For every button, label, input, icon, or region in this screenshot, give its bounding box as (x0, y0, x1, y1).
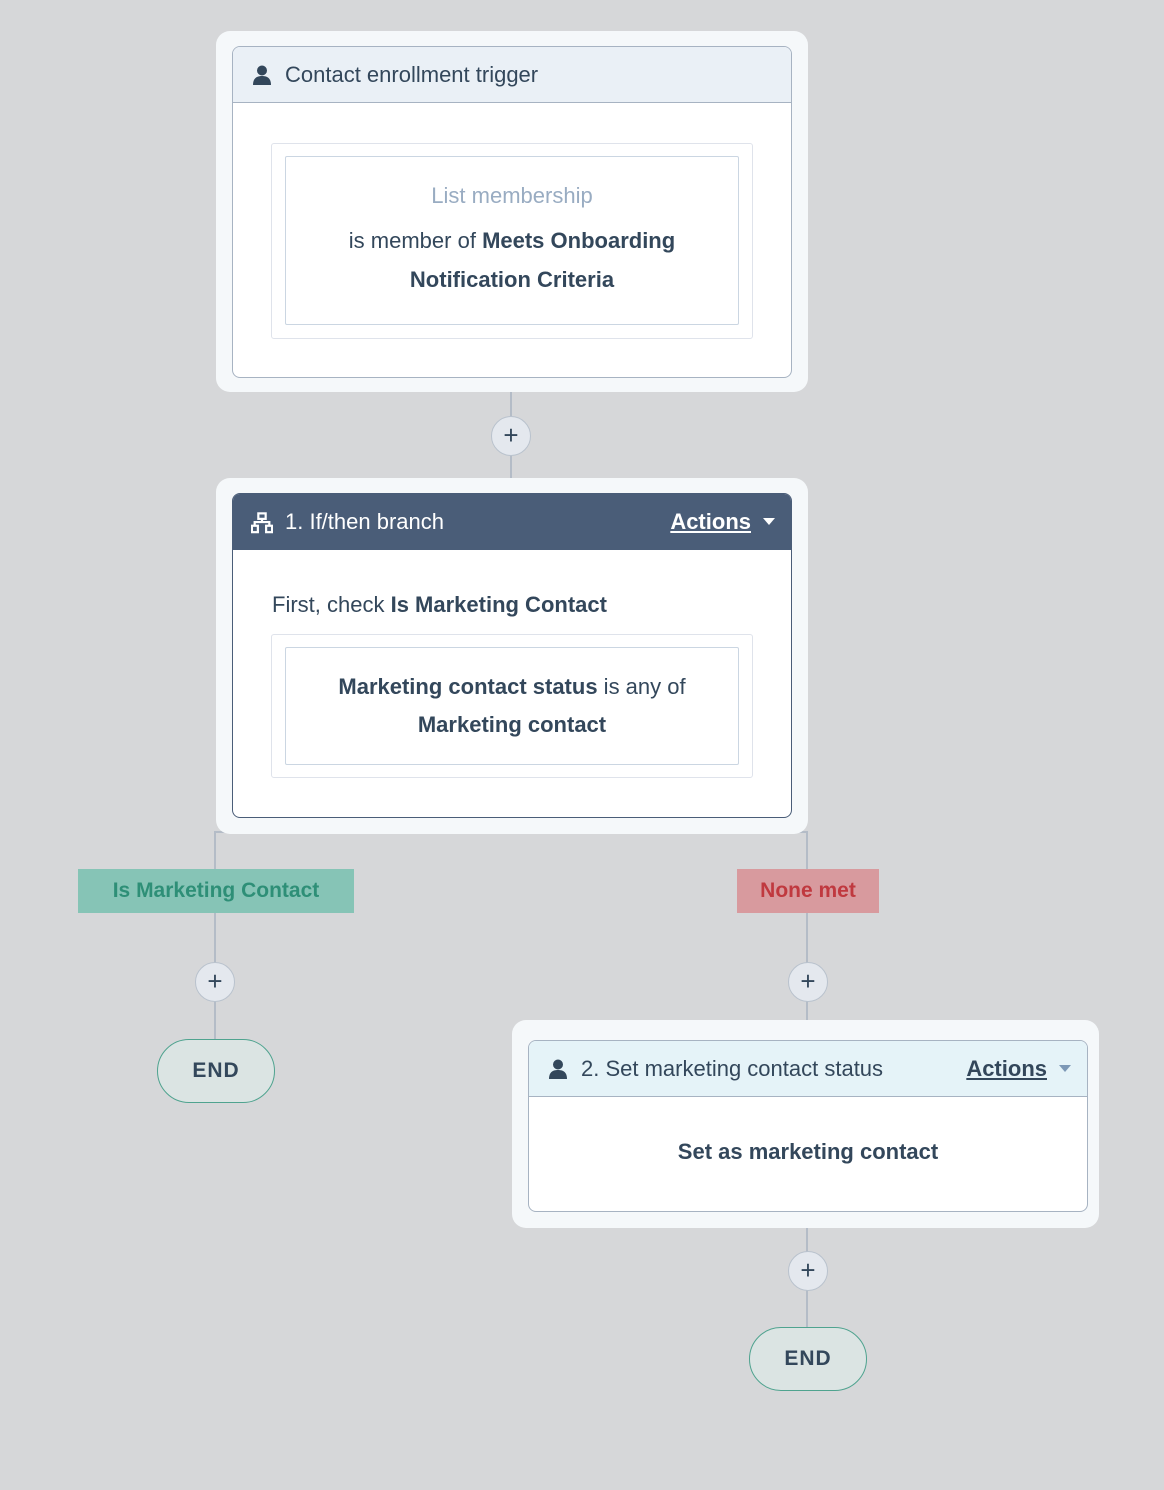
plus-icon: + (800, 966, 816, 996)
end-node-right: END (749, 1327, 867, 1391)
trigger-filter-group: List membership is member of Meets Onboa… (271, 143, 753, 339)
branch-check-name: Is Marketing Contact (390, 592, 607, 617)
branch-filter-condition: Marketing contact status is any of Marke… (338, 668, 685, 744)
branch-label-is-marketing-contact[interactable]: Is Marketing Contact (78, 869, 354, 913)
actions-label: Actions (670, 508, 751, 534)
connector-action-to-plus (806, 1212, 808, 1252)
actions-label: Actions (966, 1055, 1047, 1081)
trigger-card[interactable]: Contact enrollment trigger List membersh… (232, 46, 792, 378)
plus-icon: + (800, 1255, 816, 1285)
filter-value: Marketing contact (417, 712, 607, 737)
set-status-card[interactable]: 2. Set marketing contact status Actions … (528, 1040, 1088, 1212)
branch-filter[interactable]: Marketing contact status is any of Marke… (285, 647, 739, 765)
set-status-body: Set as marketing contact (677, 1139, 939, 1164)
add-action-button-right-branch[interactable]: + (788, 962, 828, 1002)
filter-property: Marketing contact status (338, 674, 598, 699)
filter-condition: is member of Meets Onboarding Notificati… (349, 221, 675, 299)
contact-icon (251, 64, 273, 86)
trigger-card-header: Contact enrollment trigger (233, 47, 791, 103)
contact-icon (547, 1058, 569, 1080)
branch-actions-menu[interactable]: Actions (670, 509, 775, 535)
connector-left-label-to-plus (214, 913, 216, 963)
set-status-title: 2. Set marketing contact status (581, 1055, 884, 1081)
branch-label-none-met[interactable]: None met (737, 869, 879, 913)
plus-icon: + (207, 966, 223, 996)
branch-filter-group: Marketing contact status is any of Marke… (271, 634, 753, 778)
connector-left-down (214, 831, 216, 871)
filter-condition-prefix: is member of (348, 227, 483, 253)
branch-title: 1. If/then branch (285, 508, 444, 534)
caret-down-icon (763, 518, 775, 525)
connector-left-plus-to-end (214, 1001, 216, 1041)
caret-down-icon (1059, 1065, 1071, 1072)
end-node-left: END (157, 1039, 275, 1103)
trigger-filter[interactable]: List membership is member of Meets Onboa… (285, 156, 739, 325)
set-status-actions-menu[interactable]: Actions (966, 1056, 1071, 1082)
add-action-button-after-set-status[interactable]: + (788, 1251, 828, 1291)
filter-list-name-line1: Meets Onboarding (482, 227, 676, 253)
branch-check-text: First, check Is Marketing Contact (272, 592, 607, 618)
branch-check-prefix: First, check (272, 592, 391, 617)
add-action-button-left-branch[interactable]: + (195, 962, 235, 1002)
branch-icon (251, 511, 273, 533)
add-action-button[interactable]: + (491, 416, 531, 456)
connector-plus-to-end (806, 1290, 808, 1330)
connector-plus-to-branch (510, 456, 512, 494)
filter-type-label: List membership (431, 182, 593, 208)
plus-icon: + (503, 420, 519, 450)
set-status-card-header: 2. Set marketing contact status Actions (529, 1041, 1087, 1097)
connector-trigger-to-plus (510, 378, 512, 416)
connector-right-label-to-plus (806, 913, 808, 963)
branch-card[interactable]: 1. If/then branch Actions First, check I… (232, 493, 792, 818)
trigger-title: Contact enrollment trigger (285, 61, 539, 87)
branch-card-header: 1. If/then branch Actions (233, 494, 791, 550)
filter-list-name-line2: Notification Criteria (409, 266, 615, 292)
connector-right-down (806, 831, 808, 871)
filter-operator: is any of (597, 674, 686, 699)
